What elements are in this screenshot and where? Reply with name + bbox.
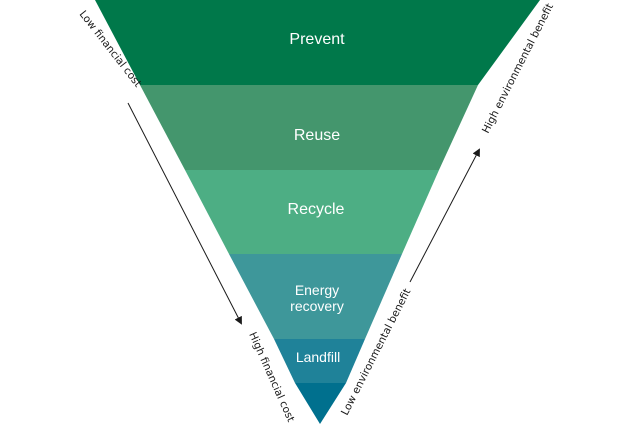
tier-recycle [185, 170, 439, 254]
tier-tip [295, 383, 346, 424]
tier-prevent [95, 0, 540, 85]
tier-landfill [274, 339, 365, 383]
left-axis-arrow [127, 102, 242, 325]
tier-label-reuse: Reuse [294, 127, 340, 144]
right-axis-arrow [409, 148, 480, 283]
tier-label-landfill: Landfill [296, 349, 340, 365]
tier-label-energy: Energy [295, 282, 339, 298]
tier-label-recovery: recovery [290, 298, 344, 314]
tier-energy-recovery [229, 254, 402, 339]
tier-label-prevent: Prevent [289, 31, 345, 48]
tier-label-recycle: Recycle [288, 201, 345, 218]
tier-reuse [140, 85, 478, 170]
